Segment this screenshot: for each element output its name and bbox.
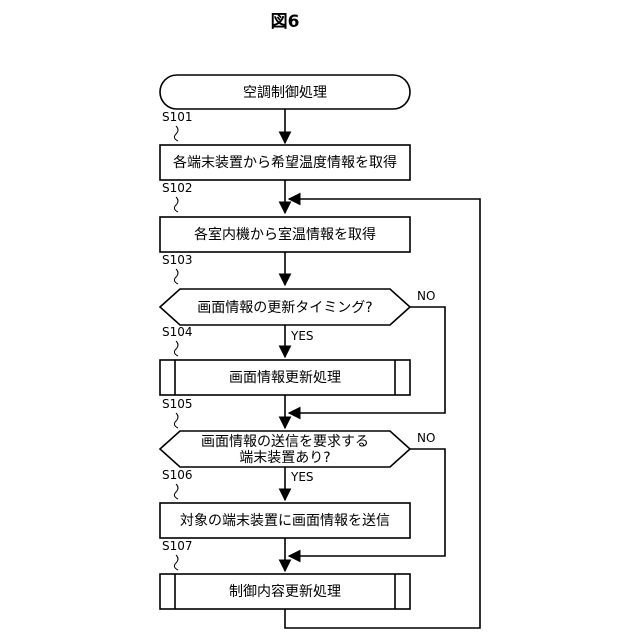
subprocess-text-s107: 制御内容更新処理	[229, 583, 341, 600]
branch-yes-s103: YES	[290, 329, 314, 343]
step-id-s101: S101	[162, 110, 193, 124]
leader-s105	[174, 413, 178, 428]
step-id-s107: S107	[162, 539, 193, 553]
step-id-s102: S102	[162, 181, 193, 195]
decision-text-s105-line1: 画面情報の送信を要求する	[201, 434, 369, 450]
process-text-s102: 各室内機から室温情報を取得	[194, 226, 376, 243]
leader-s104	[174, 341, 178, 356]
branch-no-s103: NO	[417, 289, 435, 303]
leader-s102	[174, 197, 178, 212]
leader-s101	[174, 126, 178, 141]
branch-yes-s105: YES	[290, 470, 314, 484]
step-id-s103: S103	[162, 253, 193, 267]
step-id-s106: S106	[162, 468, 193, 482]
figure-title: 図6	[271, 12, 300, 32]
step-id-s104: S104	[162, 325, 193, 339]
process-text-s101: 各端末装置から希望温度情報を取得	[173, 154, 397, 171]
leader-s107	[174, 555, 178, 570]
leader-s103	[174, 269, 178, 284]
branch-no-s105: NO	[417, 431, 435, 445]
leader-s106	[174, 484, 178, 499]
start-label: 空調制御処理	[243, 85, 327, 101]
subprocess-text-s104: 画面情報更新処理	[229, 370, 341, 386]
process-text-s106: 対象の端末装置に画面情報を送信	[180, 513, 390, 529]
decision-text-s103: 画面情報の更新タイミング?	[197, 300, 372, 316]
decision-text-s105-line2: 端末装置あり?	[239, 450, 330, 466]
step-id-s105: S105	[162, 397, 193, 411]
